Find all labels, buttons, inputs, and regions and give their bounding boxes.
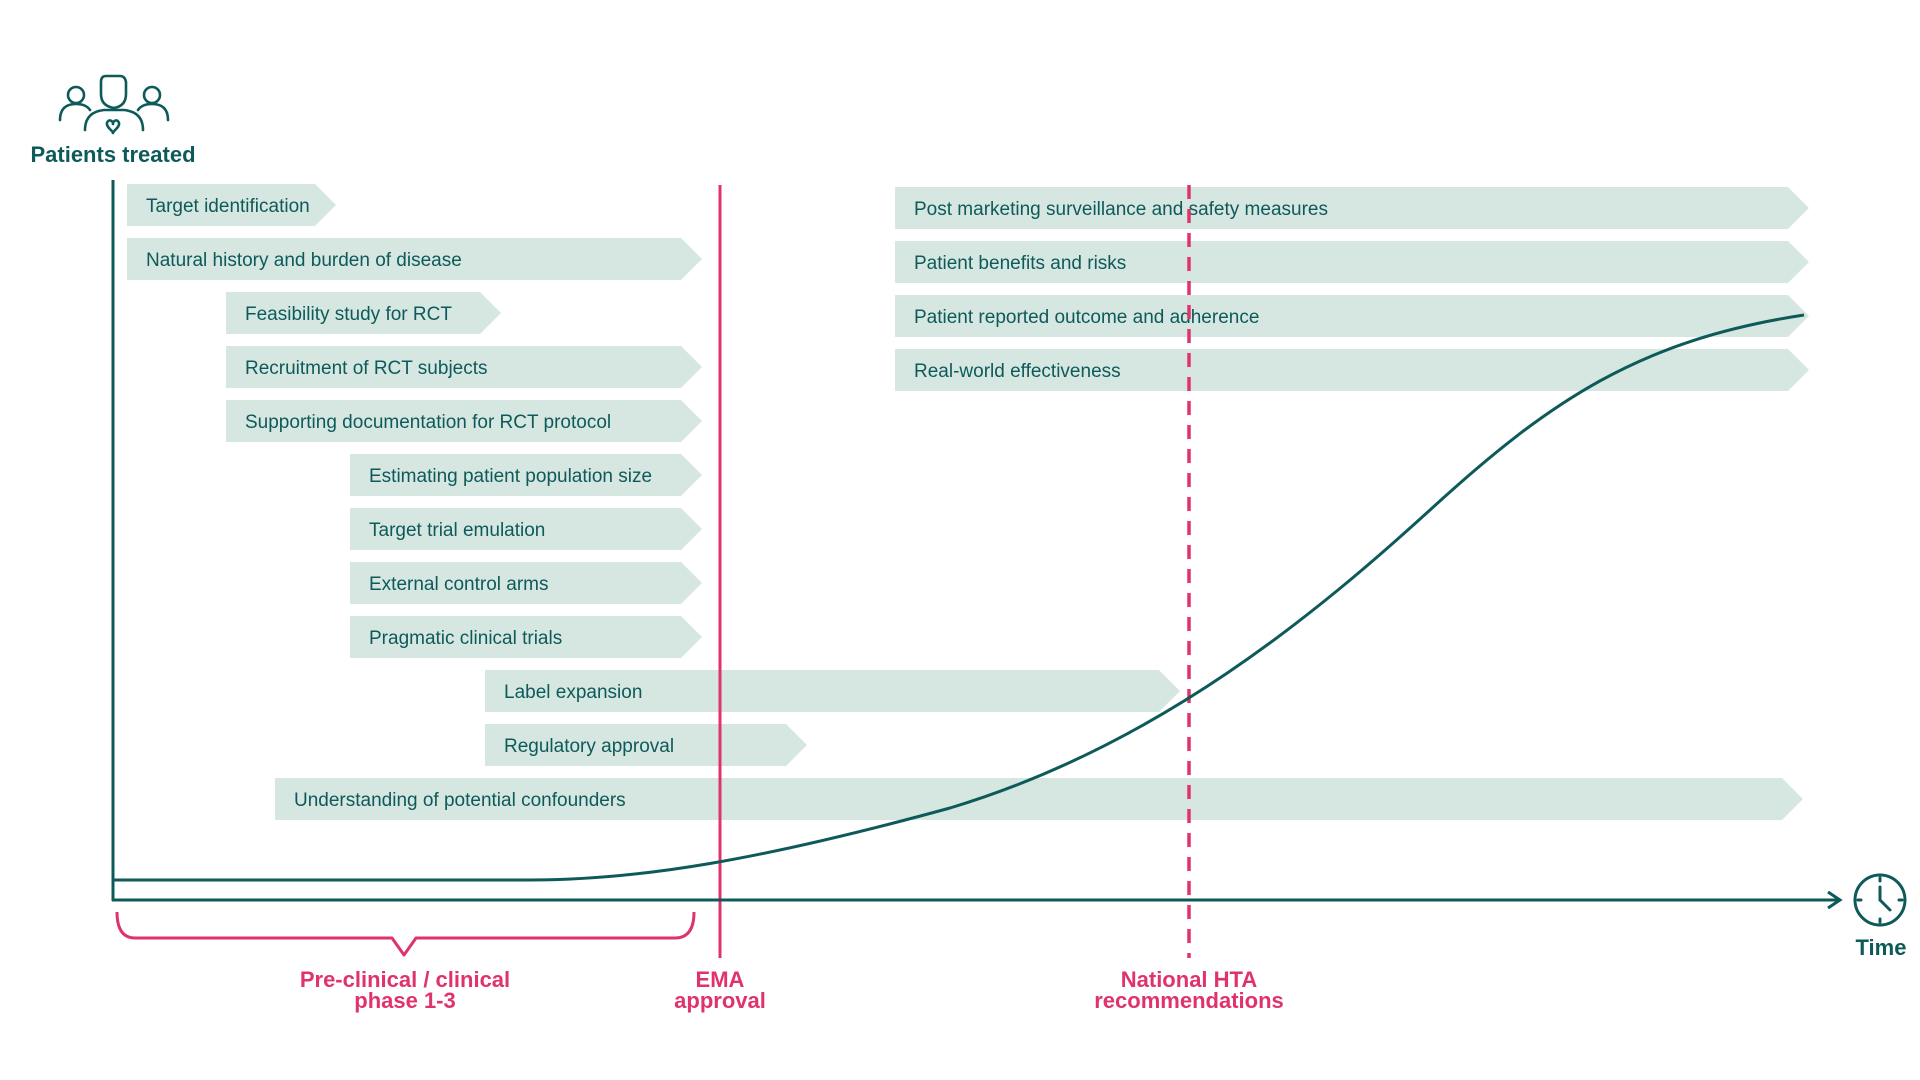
activity-arrow: Target trial emulation bbox=[350, 508, 702, 550]
activity-label: Target trial emulation bbox=[369, 520, 545, 541]
activity-arrow: Supporting documentation for RCT protoco… bbox=[226, 400, 702, 442]
activity-label: Post marketing surveillance and safety m… bbox=[914, 199, 1328, 220]
activity-label: Natural history and burden of disease bbox=[146, 250, 462, 271]
activity-arrow: Understanding of potential confounders bbox=[275, 778, 1803, 820]
patients-treated-curve bbox=[113, 313, 1805, 882]
activity-label: Real-world effectiveness bbox=[914, 361, 1121, 382]
activity-label: Regulatory approval bbox=[504, 736, 674, 757]
activity-label: Estimating patient population size bbox=[369, 466, 652, 487]
activity-arrow: Feasibility study for RCT bbox=[226, 292, 501, 334]
activity-label: Target identification bbox=[146, 196, 310, 217]
activity-label: Feasibility study for RCT bbox=[245, 304, 452, 325]
activity-arrow: External control arms bbox=[350, 562, 702, 604]
activity-arrow: Patient reported outcome and adherence bbox=[895, 295, 1809, 337]
activity-arrow: Label expansion bbox=[485, 670, 1180, 712]
activity-arrow: Patient benefits and risks bbox=[895, 241, 1809, 283]
activity-label: Recruitment of RCT subjects bbox=[245, 358, 488, 379]
activity-arrow: Natural history and burden of disease bbox=[127, 238, 702, 280]
ema-label-line1: EMA bbox=[696, 967, 745, 992]
activity-label: Label expansion bbox=[504, 682, 642, 703]
x-axis-arrowhead bbox=[1827, 890, 1843, 910]
ema-label-line2: approval bbox=[674, 988, 766, 1013]
activity-label: Understanding of potential confounders bbox=[294, 790, 626, 811]
hta-label-line1: National HTA bbox=[1121, 967, 1258, 992]
x-axis-title: Time bbox=[1856, 935, 1907, 960]
activity-arrow: Pragmatic clinical trials bbox=[350, 616, 702, 658]
activity-arrow: Post marketing surveillance and safety m… bbox=[895, 187, 1809, 229]
activity-label: Supporting documentation for RCT protoco… bbox=[245, 412, 611, 433]
phase-bracket bbox=[115, 911, 696, 957]
activity-label: Pragmatic clinical trials bbox=[369, 628, 562, 649]
activity-arrows: Target identification Natural history an… bbox=[127, 184, 1809, 820]
activity-arrow: Regulatory approval bbox=[485, 724, 807, 766]
activity-label: Patient reported outcome and adherence bbox=[914, 307, 1259, 328]
activity-label: External control arms bbox=[369, 574, 549, 595]
phase-label-line2: phase 1-3 bbox=[354, 988, 456, 1013]
hta-label-line2: recommendations bbox=[1094, 988, 1284, 1013]
y-axis-title: Patients treated bbox=[30, 142, 195, 167]
phase-label-line1: Pre-clinical / clinical bbox=[300, 967, 510, 992]
activity-label: Patient benefits and risks bbox=[914, 253, 1126, 274]
clock-icon bbox=[1853, 873, 1907, 927]
activity-arrow: Recruitment of RCT subjects bbox=[226, 346, 702, 388]
activity-arrow: Target identification bbox=[127, 184, 336, 226]
activity-arrow: Real-world effectiveness bbox=[895, 349, 1809, 391]
patients-group-icon bbox=[58, 74, 170, 135]
activity-arrow: Estimating patient population size bbox=[350, 454, 702, 496]
